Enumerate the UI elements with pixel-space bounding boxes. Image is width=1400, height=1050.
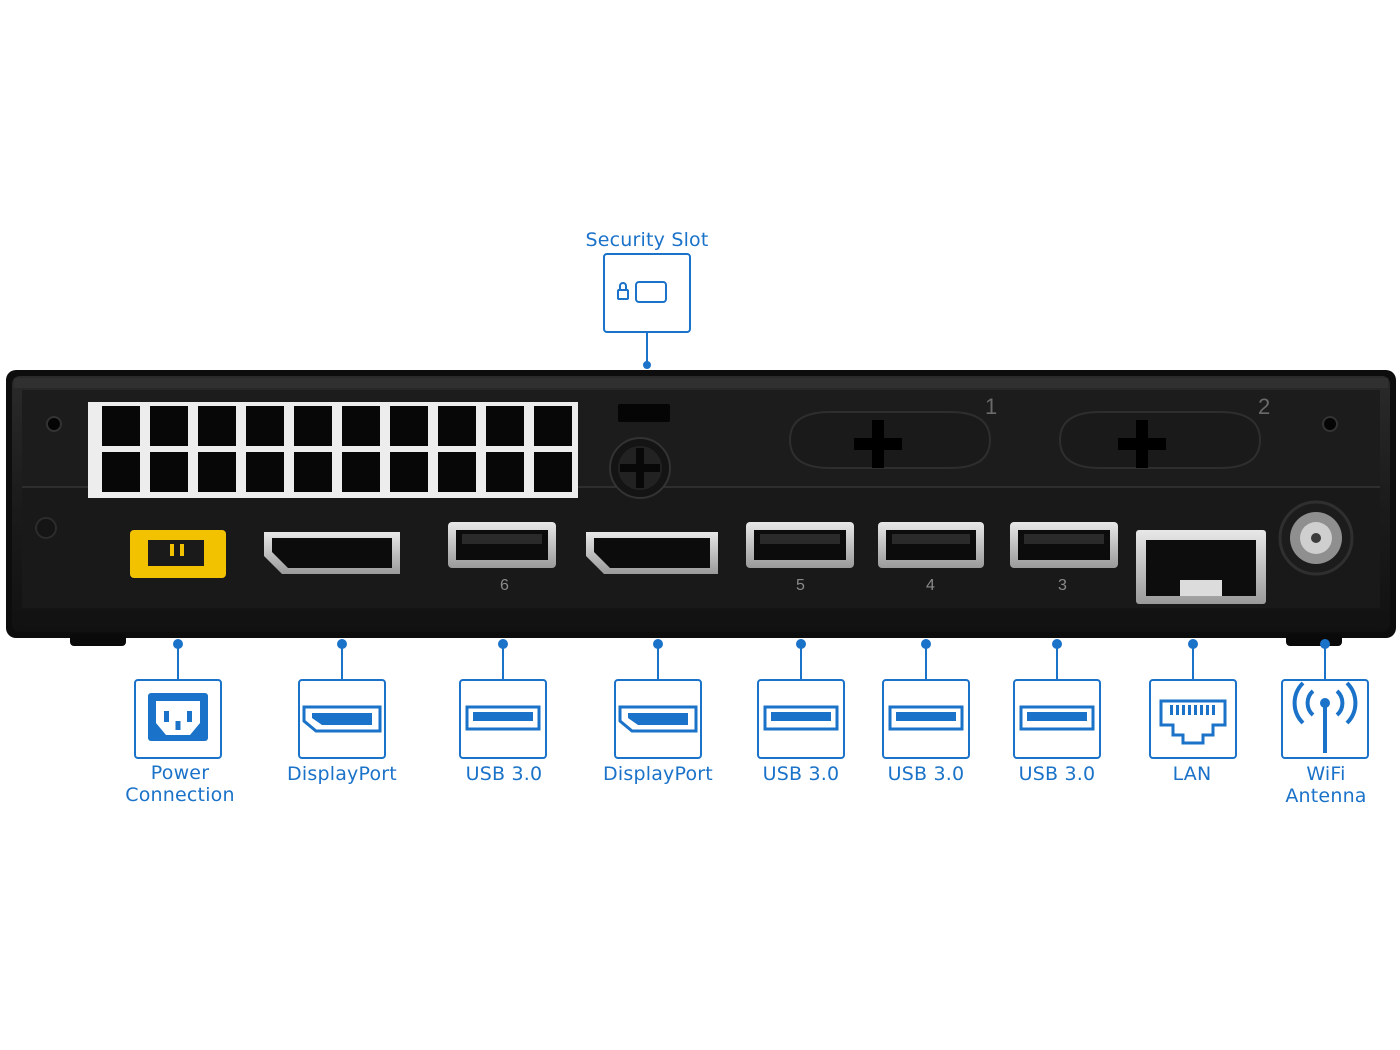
usb-4-label: USB 3.0 bbox=[1018, 763, 1096, 785]
power-connector-icon bbox=[148, 693, 208, 741]
power-port bbox=[130, 530, 226, 578]
usb4-callout bbox=[1013, 679, 1101, 759]
callout-box bbox=[1149, 679, 1237, 759]
vent-slot bbox=[342, 452, 380, 492]
wifi-label-line2: Antenna bbox=[1285, 785, 1367, 807]
vent-slot bbox=[390, 452, 428, 492]
vent-slot bbox=[198, 452, 236, 492]
vent-slot bbox=[102, 406, 140, 446]
vent-slot bbox=[150, 406, 188, 446]
vent-slot bbox=[486, 452, 524, 492]
callout-leader-dot bbox=[173, 639, 183, 649]
callout-leader-dot bbox=[653, 639, 663, 649]
usb-4-number: 4 bbox=[926, 577, 935, 594]
displayport-icon bbox=[302, 705, 382, 733]
lan-label: LAN bbox=[1172, 763, 1212, 785]
callout-leader-dot bbox=[498, 639, 508, 649]
vent-slot bbox=[150, 452, 188, 492]
lock-slot-icon bbox=[617, 281, 667, 303]
dp1-callout bbox=[298, 679, 386, 759]
usb-1-label: USB 3.0 bbox=[465, 763, 543, 785]
security-screw bbox=[609, 404, 671, 499]
dp2-callout bbox=[614, 679, 702, 759]
usb1-callout bbox=[459, 679, 547, 759]
callout-leader-dot bbox=[921, 639, 931, 649]
usb2-callout bbox=[757, 679, 845, 759]
vent-slot bbox=[102, 452, 140, 492]
port-number-stamps: 6 5 4 3 bbox=[500, 577, 1067, 594]
usb-port-5 bbox=[746, 522, 854, 568]
usb3-callout bbox=[882, 679, 970, 759]
vent-slot bbox=[198, 406, 236, 446]
power-callout bbox=[134, 679, 222, 759]
usb-6-number: 6 bbox=[500, 577, 509, 594]
usb-icon bbox=[465, 705, 541, 731]
usb-port-3 bbox=[1010, 522, 1118, 568]
callout-leader-dot bbox=[1320, 639, 1330, 649]
vent-slot bbox=[486, 406, 524, 446]
callout-leader-dot bbox=[1188, 639, 1198, 649]
wifi-label-line1: WiFi bbox=[1306, 763, 1346, 785]
vent-slot bbox=[534, 452, 572, 492]
displayport-2-port bbox=[586, 532, 718, 574]
vent-slot bbox=[438, 406, 476, 446]
usb-port-4 bbox=[878, 522, 984, 568]
lan-callout bbox=[1149, 679, 1237, 759]
ethernet-port bbox=[1136, 530, 1266, 604]
expansion-bay-1 bbox=[788, 411, 992, 469]
wifi-callout bbox=[1281, 679, 1369, 759]
ethernet-icon bbox=[1159, 699, 1227, 745]
usb-port-6 bbox=[448, 522, 556, 568]
usb-icon bbox=[1019, 705, 1095, 731]
usb-icon bbox=[888, 705, 964, 731]
vent-slot bbox=[342, 406, 380, 446]
callout-leader-dot bbox=[796, 639, 806, 649]
usb-5-number: 5 bbox=[796, 577, 805, 594]
power-label-line1: Power bbox=[150, 762, 210, 784]
security-slot-callout bbox=[603, 253, 691, 369]
displayport-2-label: DisplayPort bbox=[603, 763, 713, 785]
displayport-1-label: DisplayPort bbox=[287, 763, 397, 785]
vent-grille bbox=[88, 402, 578, 498]
displayport-icon bbox=[618, 705, 698, 733]
vent-slot bbox=[294, 406, 332, 446]
usb-3-label: USB 3.0 bbox=[887, 763, 965, 785]
security-slot-label: Security Slot bbox=[585, 229, 709, 251]
vent-slot bbox=[246, 452, 284, 492]
vent-slot bbox=[294, 452, 332, 492]
usb-icon bbox=[763, 705, 839, 731]
power-label: Power Connection bbox=[110, 762, 250, 806]
callout-leader-dot bbox=[337, 639, 347, 649]
wifi-antenna-port bbox=[1278, 500, 1354, 576]
vent-slot bbox=[438, 452, 476, 492]
vent-slot bbox=[390, 406, 428, 446]
wifi-antenna-icon bbox=[1292, 681, 1358, 753]
bay-2-number: 2 bbox=[1258, 394, 1270, 419]
vent-slot bbox=[534, 406, 572, 446]
vent-slot bbox=[246, 406, 284, 446]
power-label-line2: Connection bbox=[125, 784, 235, 806]
bay-1-number: 1 bbox=[985, 394, 997, 419]
usb-2-label: USB 3.0 bbox=[762, 763, 840, 785]
wifi-label: WiFi Antenna bbox=[1256, 763, 1396, 807]
usb-3-number: 3 bbox=[1058, 577, 1067, 594]
displayport-1-port bbox=[264, 532, 400, 574]
callout-leader-dot bbox=[1052, 639, 1062, 649]
expansion-bay-2 bbox=[1058, 411, 1262, 469]
